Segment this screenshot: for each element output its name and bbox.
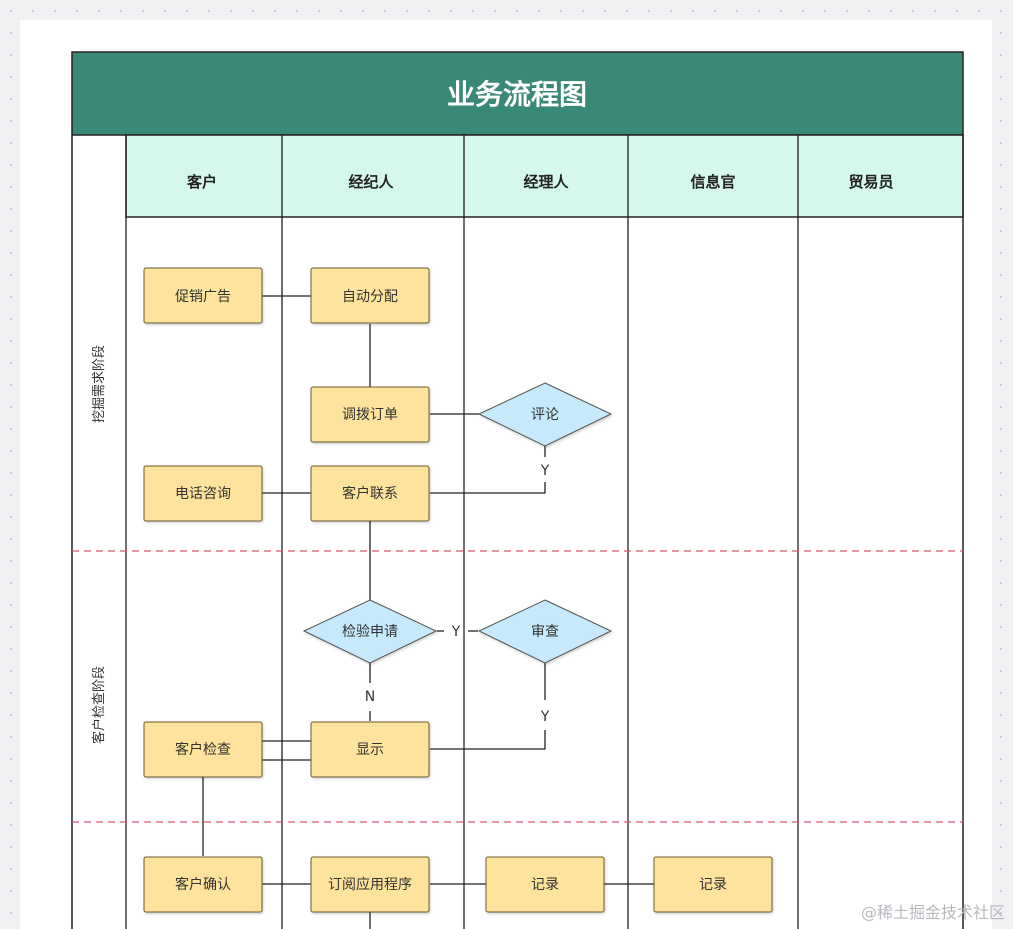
node-label: 客户确认 <box>175 876 231 893</box>
lane-header-row <box>125 134 964 218</box>
lane-header-broker: 经纪人 <box>348 173 394 191</box>
diagram-title: 业务流程图 <box>447 78 587 111</box>
decision-node-inspect-request[interactable] <box>302 599 438 664</box>
edge-label-yes: Y <box>540 709 550 725</box>
node-label: 调拨订单 <box>342 407 398 423</box>
edge-label-no: N <box>365 689 375 705</box>
process-node-auto-assign[interactable] <box>310 267 430 324</box>
process-node-customer-confirm[interactable] <box>143 856 263 913</box>
process-node-display[interactable] <box>310 721 430 778</box>
phase-label-mining: 挖掘需求阶段 <box>92 345 107 423</box>
edge-label-yes: Y <box>451 624 461 640</box>
watermark: @稀土掘金技术社区 <box>860 903 1005 922</box>
node-label: 显示 <box>356 742 384 758</box>
node-label: 促销广告 <box>175 289 231 305</box>
node-label: 客户联系 <box>342 485 398 502</box>
decision-node-review[interactable] <box>477 382 613 447</box>
lane-header-trader: 贸易员 <box>848 173 893 191</box>
node-label: 检验申请 <box>342 624 398 640</box>
node-label: 审查 <box>531 624 559 640</box>
decision-node-audit[interactable] <box>477 599 613 664</box>
process-node-customer-check[interactable] <box>143 721 263 778</box>
lane-header-info-officer: 信息官 <box>690 173 735 191</box>
process-node-customer-contact[interactable] <box>310 465 430 522</box>
phase-label-check: 客户检查阶段 <box>91 666 107 744</box>
process-node-subscribe-app[interactable] <box>310 856 430 913</box>
process-node-promo-ad[interactable] <box>143 267 263 324</box>
node-label: 电话咨询 <box>175 486 231 502</box>
process-node-phone-consult[interactable] <box>143 465 263 522</box>
process-node-record-info-officer[interactable] <box>653 856 773 913</box>
connectors <box>202 295 654 929</box>
node-label: 订阅应用程序 <box>328 876 412 893</box>
node-label: 客户检查 <box>175 741 231 758</box>
title-bar <box>71 51 964 136</box>
edge-label-yes: Y <box>540 463 550 479</box>
process-node-dispatch-order[interactable] <box>310 386 430 443</box>
lane-header-customer: 客户 <box>186 173 217 191</box>
process-node-record-manager[interactable] <box>485 856 605 913</box>
node-label: 记录 <box>531 877 559 893</box>
lane-header-manager: 经理人 <box>523 173 569 191</box>
node-label: 记录 <box>699 877 727 893</box>
node-label: 自动分配 <box>342 289 398 305</box>
node-label: 评论 <box>531 407 559 423</box>
